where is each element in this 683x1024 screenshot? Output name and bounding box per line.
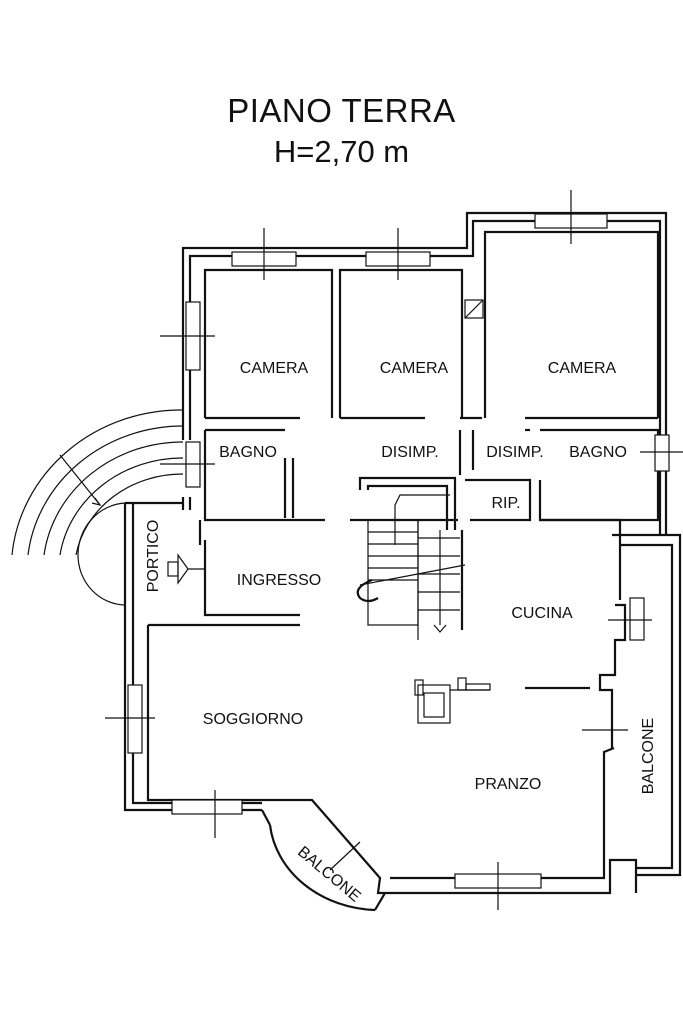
chimney: [414, 677, 491, 724]
ceiling-height-label: H=2,70 m: [273, 134, 410, 169]
entrance-steps: [11, 409, 184, 606]
room-label-balcone-south: BALCONE: [294, 843, 364, 905]
bathroom-walls: [203, 428, 660, 522]
axis-markers: [105, 190, 683, 910]
windows: [127, 213, 670, 889]
room-label-bagno-2: BAGNO: [569, 444, 627, 461]
room-label-pranzo: PRANZO: [475, 776, 542, 793]
room-label-balcone-east: BALCONE: [640, 718, 657, 794]
room-label-camera-1: CAMERA: [240, 360, 309, 377]
room-label-rip: RIP.: [491, 495, 520, 512]
room-label-disimp-1: DISIMP.: [381, 444, 439, 461]
exterior-walls: [123, 211, 682, 895]
room-label-portico: PORTICO: [145, 520, 162, 593]
staircase: [356, 476, 466, 640]
room-label-soggiorno: SOGGIORNO: [203, 711, 303, 728]
south-balcony: [261, 809, 386, 912]
entry-door: [167, 553, 205, 585]
plan-title: PIANO TERRA: [227, 92, 456, 129]
room-labels: CAMERA CAMERA CAMERA BAGNO DISIMP. DISIM…: [145, 360, 657, 906]
room-label-camera-3: CAMERA: [548, 360, 617, 377]
living-area-walls: [148, 518, 627, 748]
room-label-camera-2: CAMERA: [380, 360, 449, 377]
room-label-disimp-2: DISIMP.: [486, 444, 544, 461]
room-label-bagno-1: BAGNO: [219, 444, 277, 461]
room-label-ingresso: INGRESSO: [237, 572, 321, 589]
room-label-cucina: CUCINA: [511, 605, 573, 622]
